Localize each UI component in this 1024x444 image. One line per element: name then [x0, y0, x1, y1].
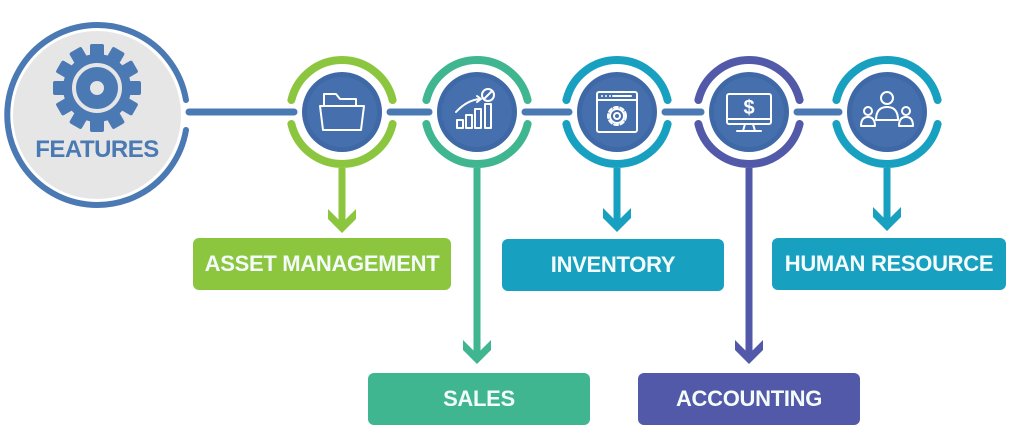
- label-inventory[interactable]: INVENTORY: [502, 239, 724, 291]
- arrow-inventory: [603, 168, 631, 232]
- feature-node-accounting[interactable]: $: [694, 56, 804, 168]
- folder-icon: [319, 93, 365, 131]
- arrow-human-resource: [873, 168, 901, 231]
- arrow-sales: [463, 168, 491, 364]
- hub-title: FEATURES: [35, 136, 159, 163]
- monitor-dollar-icon: $: [726, 93, 772, 132]
- people-group-icon: [860, 91, 914, 127]
- node-ring-bottom: [422, 120, 532, 168]
- hub-ring: [4, 22, 189, 208]
- feature-node-asset-management[interactable]: [287, 56, 397, 168]
- node-ring-top: [287, 56, 397, 104]
- arrow-accounting: [735, 168, 763, 364]
- features-hub: [4, 22, 189, 208]
- label-sales[interactable]: SALES: [368, 373, 590, 425]
- node-disk-inner: [442, 77, 512, 147]
- feature-node-inventory[interactable]: [562, 56, 672, 168]
- window-settings-icon: [596, 91, 638, 133]
- node-ring-top: [694, 56, 804, 104]
- growth-chart-icon: [455, 88, 495, 129]
- node-ring-top: [832, 56, 942, 104]
- feature-node-sales[interactable]: [422, 56, 532, 168]
- node-ring-top: [562, 56, 672, 104]
- arrow-asset-management: [328, 168, 356, 233]
- node-ring-bottom: [694, 120, 804, 168]
- label-accounting[interactable]: ACCOUNTING: [638, 373, 860, 425]
- label-human-resource[interactable]: HUMAN RESOURCE: [772, 238, 1006, 290]
- node-disk-inner: [307, 77, 377, 147]
- node-ring-top: [422, 56, 532, 104]
- feature-nodes: $: [287, 56, 942, 364]
- label-asset-management[interactable]: ASSET MANAGEMENT: [193, 238, 451, 290]
- node-disk-inner: [852, 77, 922, 147]
- node-ring-bottom: [562, 120, 672, 168]
- svg-text:$: $: [743, 97, 754, 119]
- gear-icon: [53, 44, 141, 132]
- feature-node-human-resource[interactable]: [832, 56, 942, 168]
- node-ring-bottom: [832, 120, 942, 168]
- node-ring-bottom: [287, 120, 397, 168]
